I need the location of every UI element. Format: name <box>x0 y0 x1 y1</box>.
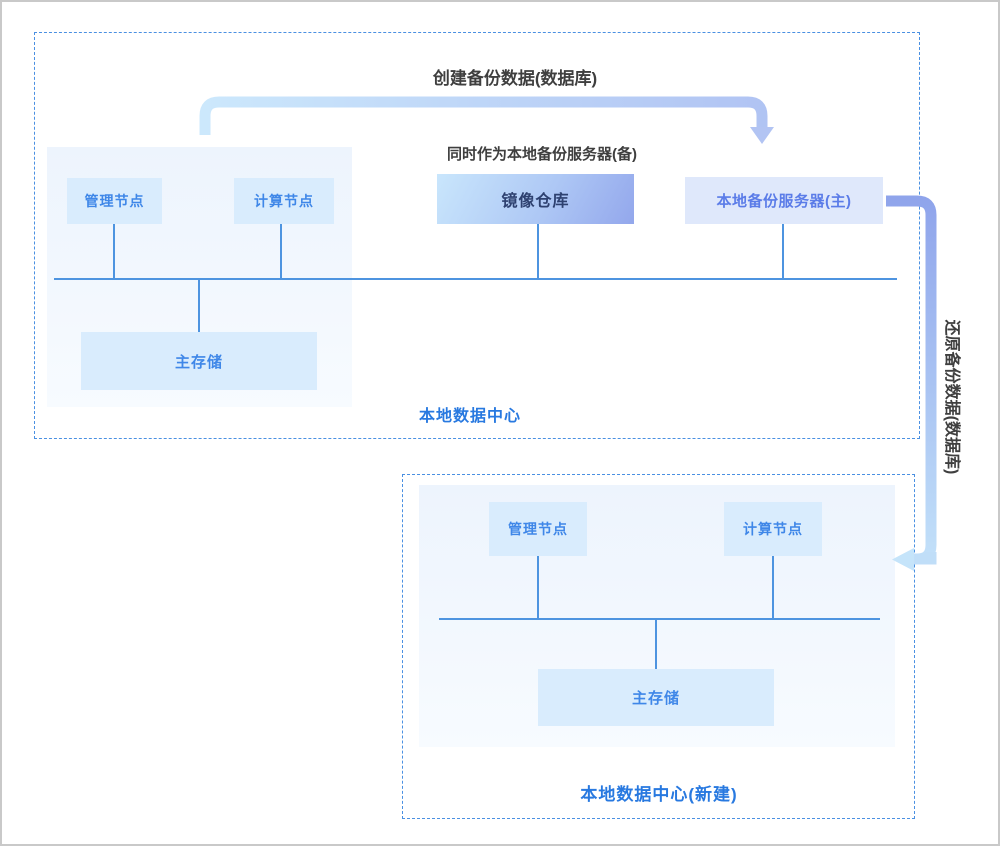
node-management-top: 管理节点 <box>67 178 162 224</box>
restore-backup-label: 还原备份数据(数据库) <box>943 319 960 475</box>
node-management-bottom: 管理节点 <box>489 502 587 556</box>
node-backup-server-primary: 本地备份服务器(主) <box>685 177 883 224</box>
node-primary-storage-bottom: 主存储 <box>538 669 774 726</box>
node-compute-top: 计算节点 <box>234 178 334 224</box>
node-compute-bottom: 计算节点 <box>724 502 822 556</box>
datacenter-bottom-label: 本地数据中心(新建) <box>580 785 738 804</box>
datacenter-bottom-boundary <box>402 474 915 819</box>
node-mirror-repository: 镜像仓库 <box>437 174 634 224</box>
standby-note-label: 同时作为本地备份服务器(备) <box>447 146 637 163</box>
datacenter-top-label: 本地数据中心 <box>418 408 521 425</box>
node-primary-storage-top: 主存储 <box>81 332 317 390</box>
create-backup-label: 创建备份数据(数据库) <box>432 69 598 88</box>
